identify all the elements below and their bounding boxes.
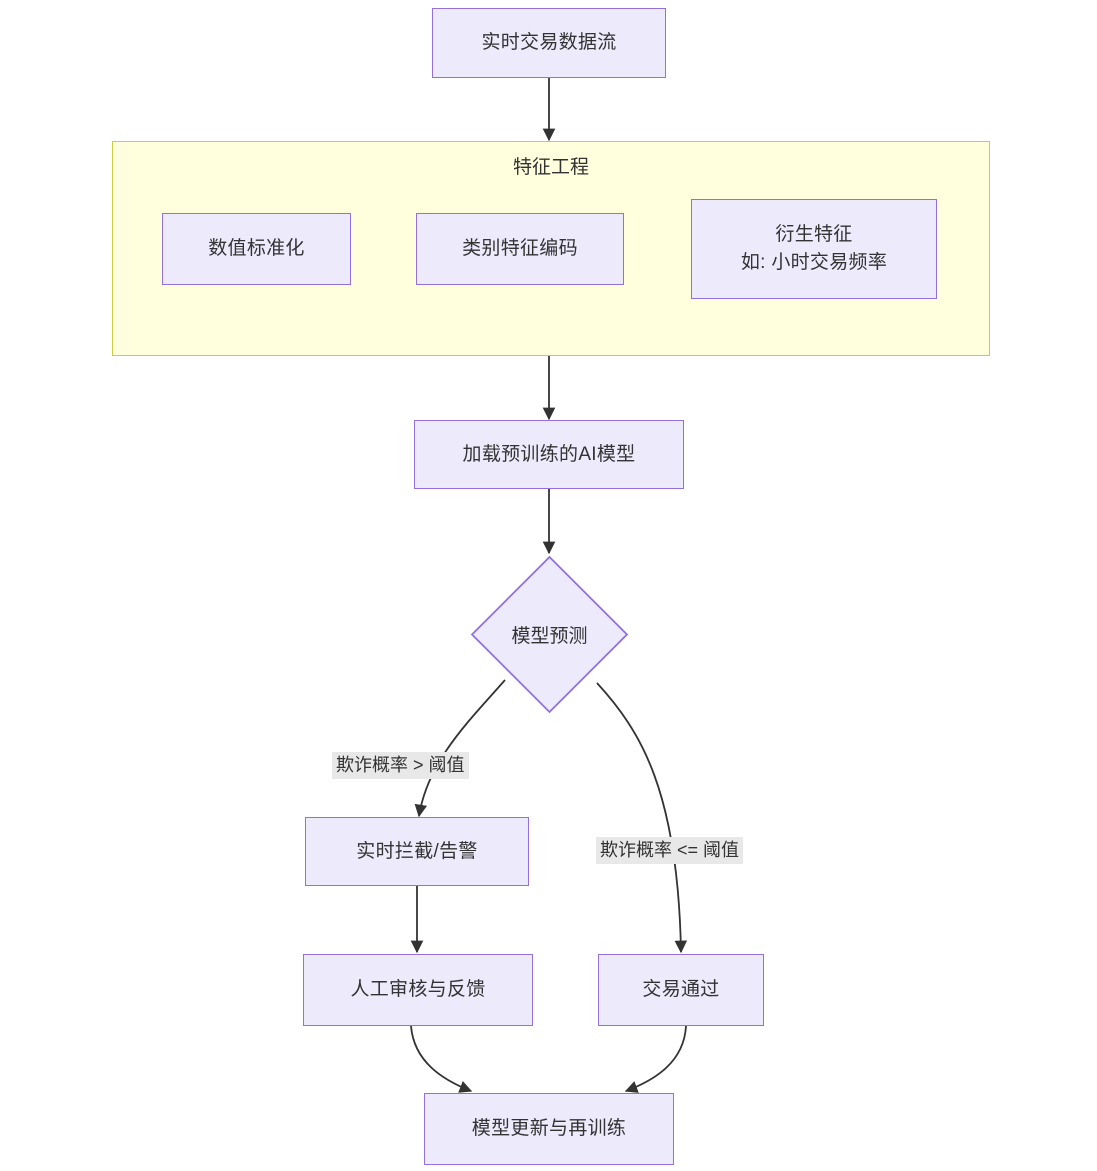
node-encode[interactable]: 类别特征编码 [416, 213, 624, 285]
node-loadmodel[interactable]: 加载预训练的AI模型 [414, 420, 684, 489]
node-stream-label: 实时交易数据流 [481, 32, 617, 54]
node-block-label: 实时拦截/告警 [356, 840, 478, 862]
node-retrain[interactable]: 模型更新与再训练 [424, 1093, 674, 1165]
node-review-label: 人工审核与反馈 [350, 979, 486, 1001]
node-predict[interactable]: 模型预测 [470, 555, 629, 714]
edge-label-fraud-low: 欺诈概率 <= 阈值 [596, 837, 744, 865]
node-normalize[interactable]: 数值标准化 [162, 213, 351, 285]
node-derive-label-line2: 如: 小时交易频率 [740, 252, 888, 273]
node-review[interactable]: 人工审核与反馈 [303, 954, 533, 1026]
node-pass[interactable]: 交易通过 [598, 954, 764, 1026]
node-block[interactable]: 实时拦截/告警 [305, 817, 529, 886]
node-normalize-label: 数值标准化 [208, 238, 305, 260]
node-derive-label-line1: 衍生特征 [775, 224, 853, 246]
edge-pass-to-retrain [624, 1025, 687, 1093]
node-retrain-label: 模型更新与再训练 [471, 1118, 627, 1140]
node-predict-label: 模型预测 [511, 626, 588, 647]
edge-label-fraud-high: 欺诈概率 > 阈值 [332, 752, 469, 780]
node-stream[interactable]: 实时交易数据流 [432, 8, 666, 78]
node-derive[interactable]: 衍生特征 如: 小时交易频率 [691, 199, 937, 299]
cluster-title: 特征工程 [512, 157, 589, 178]
node-pass-label: 交易通过 [642, 979, 720, 1001]
node-loadmodel-label: 加载预训练的AI模型 [462, 443, 636, 465]
edge-predict-to-pass [596, 682, 688, 954]
edge-review-to-retrain [410, 1025, 473, 1093]
diamond-shape [470, 555, 629, 714]
node-encode-label: 类别特征编码 [462, 238, 578, 260]
